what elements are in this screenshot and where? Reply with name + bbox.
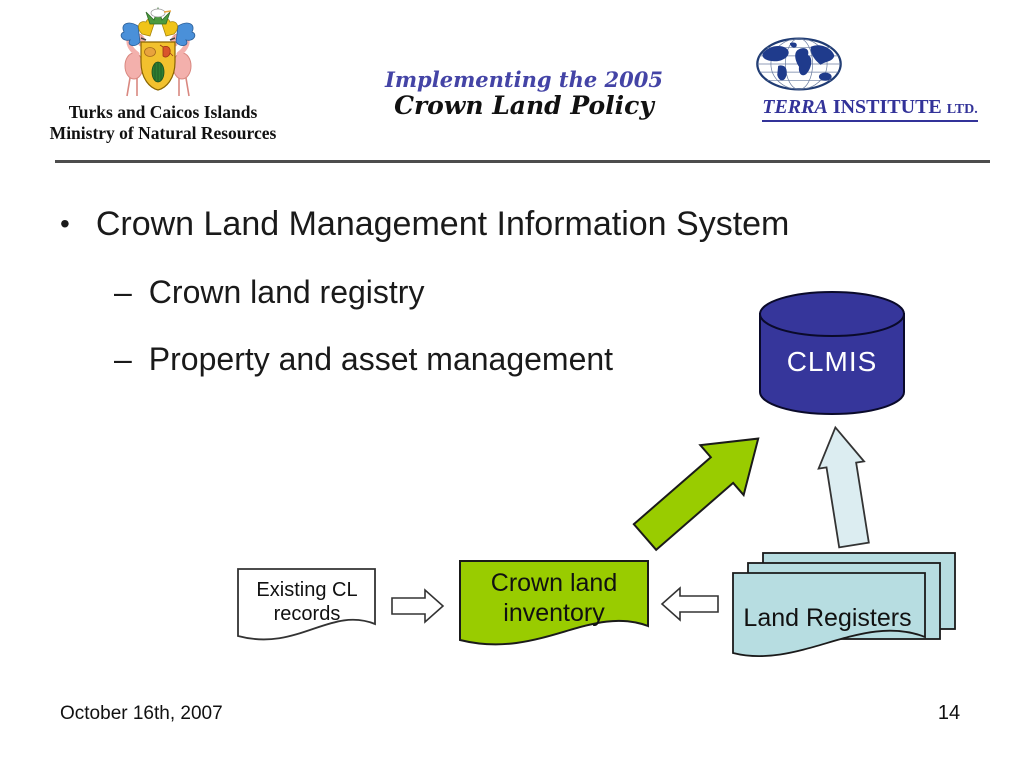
- terra-institute-word: INSTITUTE: [832, 96, 942, 118]
- bullet-main-text: Crown Land Management Information System: [95, 205, 790, 243]
- conch-shell-icon: [144, 47, 156, 57]
- inventory-line1: Crown land: [490, 569, 618, 597]
- bullet-sub-1-text: Crown land registry: [148, 274, 425, 310]
- ministry-line2: Ministry of Natural Resources: [49, 123, 277, 143]
- inventory-document-shape: [459, 560, 649, 646]
- terra-institute-logo-text: TERRA INSTITUTE LTD.: [754, 96, 986, 122]
- pale-blue-up-arrow: [817, 425, 870, 549]
- inventory-label: Crown land inventory: [460, 568, 648, 628]
- white-right-arrow: [391, 588, 445, 624]
- header-divider-line: [55, 160, 990, 163]
- existing-records-label: Existing CL records: [240, 578, 374, 626]
- pelican-crest-icon: [150, 8, 172, 18]
- bullet-marker: •: [60, 208, 70, 239]
- lobster-icon: [159, 44, 174, 58]
- dash-marker: –: [114, 274, 132, 310]
- bullet-sub-2-text: Property and asset management: [148, 341, 614, 377]
- terra-word: TERRA: [762, 96, 828, 118]
- green-up-right-arrow: [632, 437, 760, 552]
- inventory-line2: inventory: [503, 599, 605, 627]
- land-registers-label: Land Registers: [743, 604, 912, 632]
- bullet-sub-2: – Property and asset management: [114, 341, 613, 378]
- clmis-label: CLMIS: [786, 346, 878, 377]
- bullet-main: • Crown Land Management Information Syst…: [60, 205, 789, 244]
- shield-icon: [140, 41, 176, 91]
- bullet-sub-1: – Crown land registry: [114, 274, 424, 311]
- terra-ltd-word: LTD.: [946, 102, 978, 117]
- white-left-arrow: [660, 586, 719, 622]
- terra-globe-icon: [756, 37, 842, 91]
- ministry-heading: Turks and Caicos Islands Ministry of Nat…: [28, 102, 298, 144]
- dash-marker: –: [114, 341, 132, 377]
- slide-title-line2: Crown Land Policy: [394, 91, 654, 120]
- ministry-line1: Turks and Caicos Islands: [68, 102, 258, 122]
- existing-records-document-shape: [237, 568, 376, 641]
- turks-caicos-coat-of-arms-icon: [120, 6, 196, 97]
- footer-date: October 16th, 2007: [60, 703, 223, 724]
- existing-records-line1: Existing CL: [256, 579, 358, 601]
- slide-title: Implementing the 2005 Crown Land Policy: [354, 67, 694, 120]
- clmis-database-cylinder: [759, 291, 905, 415]
- page-number: 14: [937, 702, 961, 724]
- slide-title-line1: Implementing the 2005: [385, 67, 663, 92]
- mantling-leaves-icon: [120, 6, 196, 46]
- land-registers-stack: [732, 552, 956, 658]
- existing-records-line2: records: [273, 603, 341, 625]
